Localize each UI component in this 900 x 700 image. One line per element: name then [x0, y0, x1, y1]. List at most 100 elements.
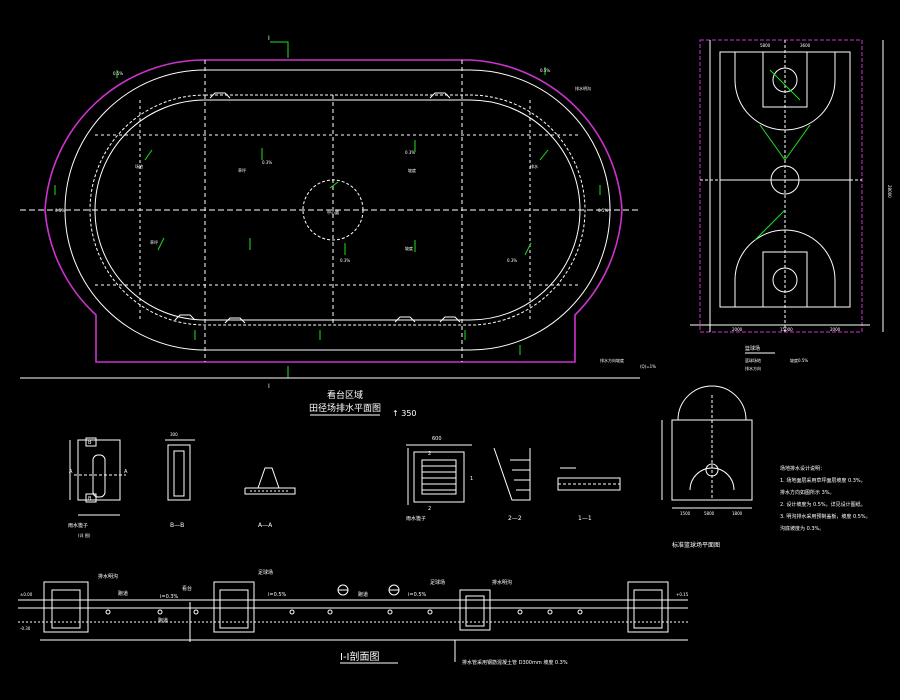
- north-mark: ↑ 350: [392, 409, 417, 418]
- center-circle-label: 中心圆: [327, 209, 339, 215]
- court-legend-2: 坡度0.5%: [790, 357, 808, 363]
- court-title: 篮球场: [745, 345, 760, 352]
- profile-pipes: [105, 609, 583, 615]
- court-dim-3: 2000: [830, 327, 841, 332]
- court-dim-5: 5800: [760, 43, 771, 48]
- edge-label-1: 0.5%: [113, 71, 123, 76]
- profile-level-1: ±0.00: [20, 592, 33, 597]
- profile-labels: 排水明沟 看台 跑道 i=0.3% 足球场 跑道 i=0.5% i=0.5% 排…: [20, 569, 689, 666]
- drain-notches: [174, 92, 461, 324]
- grate-mark-b-bottom-label: B: [88, 496, 92, 502]
- court-dim-4: 28000: [887, 185, 892, 198]
- plan-title: 看台区域: [327, 389, 363, 401]
- field-label-1: 场地: [135, 163, 143, 169]
- grate-slot: [92, 454, 106, 498]
- detail-drawings: [69, 385, 753, 516]
- profile-label-10: 足球场: [430, 579, 445, 586]
- cut-mark-top-label: I: [268, 35, 270, 42]
- site-boundary: [44, 59, 623, 363]
- key-note-3: 2. 设计坡度为 0.5%，详见设计图纸。: [780, 501, 866, 508]
- grate-mark-b-top-label: B: [88, 440, 92, 446]
- profile-label-4: i=0.3%: [160, 594, 179, 600]
- profile-label-1: 排水明沟: [98, 573, 118, 580]
- field-slope-label-1: 0.3%: [262, 160, 272, 165]
- court-site-boundary: [699, 39, 863, 333]
- section-bb-outer: [167, 444, 191, 501]
- grate2-mark-2b: 2: [428, 506, 431, 512]
- slope-arrows: [54, 67, 601, 355]
- edge-label-3: 0.5%: [55, 208, 65, 213]
- section-bb-dim: 300: [170, 432, 178, 437]
- key-dim-3: 1800: [732, 511, 743, 516]
- inner-track-line: [89, 94, 586, 326]
- legend-note: 排水方向坡度: [600, 357, 624, 363]
- grate2-outer: [413, 451, 465, 503]
- profile-label-2: 看台: [182, 585, 192, 592]
- section-11-label: 1—1: [578, 515, 592, 522]
- key-top-arc: [677, 385, 747, 421]
- corner-note: 排水明沟: [575, 85, 591, 91]
- cut-mark-bottom-label: I: [268, 383, 270, 390]
- court-dim-6: 3600: [800, 43, 811, 48]
- section-bb-inner: [173, 450, 185, 497]
- profile-title: I-I剖面图: [340, 650, 380, 663]
- profile-label-8: i=0.5%: [408, 592, 427, 598]
- cut-mark-top: [270, 41, 289, 58]
- key-note-5: 沟底坡度为 0.3%。: [780, 525, 824, 532]
- section-bb-label: B—B: [170, 522, 184, 529]
- section-22: [493, 447, 531, 501]
- edge-label-4: 0.5%: [598, 208, 608, 213]
- court-slope-arrows: [754, 69, 811, 241]
- court-legend-3: 排水方向: [745, 365, 761, 371]
- field-label-2: 草坪: [238, 167, 246, 173]
- profile-label-5: 足球场: [258, 569, 273, 576]
- key-title: 标准篮球场平面图: [672, 541, 720, 549]
- edge-label-2: 0.5%: [540, 68, 550, 73]
- profile-bottom-note: 排水管采用钢筋混凝土管 D300mm 坡度 0.3%: [462, 659, 568, 666]
- profile-trenches: [43, 581, 669, 633]
- section-aa-rib: [257, 467, 280, 489]
- field-slope-label-2: 0.3%: [405, 150, 415, 155]
- court-dim-1: 2000: [732, 327, 743, 332]
- grate-mark-a-left: A: [69, 469, 73, 475]
- profile-level-2: -0.30: [20, 626, 31, 631]
- field-slope-label-4: 0.3%: [507, 258, 517, 263]
- key-note-4: 3. 明沟排水采用预制盖板，坡度 0.5%，: [780, 513, 871, 520]
- section-aa-label: A—A: [258, 522, 273, 529]
- plan-subtitle: 田径场排水平面图: [309, 402, 381, 414]
- profile-level-3: +0.15: [676, 592, 689, 597]
- grate2-dim-label: 600: [432, 436, 442, 442]
- key-dim-2: 5800: [704, 511, 715, 516]
- key-note-2: 排水方向如图所示 3%。: [780, 489, 835, 496]
- basketball-court: [690, 39, 884, 333]
- plan-labels: 中心圆 0.3% 0.3% 0.3% 0.3% 场地 草坪 坡度 排水 草坪 坡…: [55, 35, 656, 418]
- field-label-4: 排水: [530, 163, 538, 169]
- outer-track-line: [64, 69, 611, 351]
- grate2-inner: [421, 459, 457, 495]
- court-dim-2: 15000: [780, 327, 793, 332]
- key-note-0: 场地排水设计说明：: [780, 465, 825, 472]
- field-label-5: 草坪: [150, 239, 158, 245]
- profile-label-3: 跑道: [118, 590, 128, 597]
- field-label-3: 坡度: [408, 167, 416, 173]
- profile-label-11: 跑道: [158, 617, 168, 624]
- section-22-label: 2—2: [508, 515, 522, 522]
- section-22-bars: [510, 459, 530, 491]
- profile-label-7: i=0.5%: [268, 592, 287, 598]
- field-label-6: 坡度: [405, 245, 413, 251]
- grate-plan: [77, 439, 121, 501]
- track-plan: [20, 41, 640, 379]
- grate-mark-b-top: [85, 437, 97, 447]
- scale-note: (Q)=1%: [640, 364, 656, 369]
- key-dim-1: 1500: [680, 511, 691, 516]
- profile-label-9: 排水明沟: [492, 579, 512, 586]
- section-aa-base: [244, 487, 296, 495]
- grate-mark-b-bottom: [85, 493, 97, 503]
- grate2-mark-2: 2: [428, 451, 431, 457]
- profile-section: [18, 581, 688, 662]
- center-circle: [302, 179, 364, 241]
- detail-labels: A A B B 雨水篦子 (详 图) B—B A—A 雨水篦子 2—2 1—1 …: [68, 432, 871, 549]
- grate2-bars: [422, 465, 456, 491]
- grate2-mark-1: 1: [470, 476, 473, 482]
